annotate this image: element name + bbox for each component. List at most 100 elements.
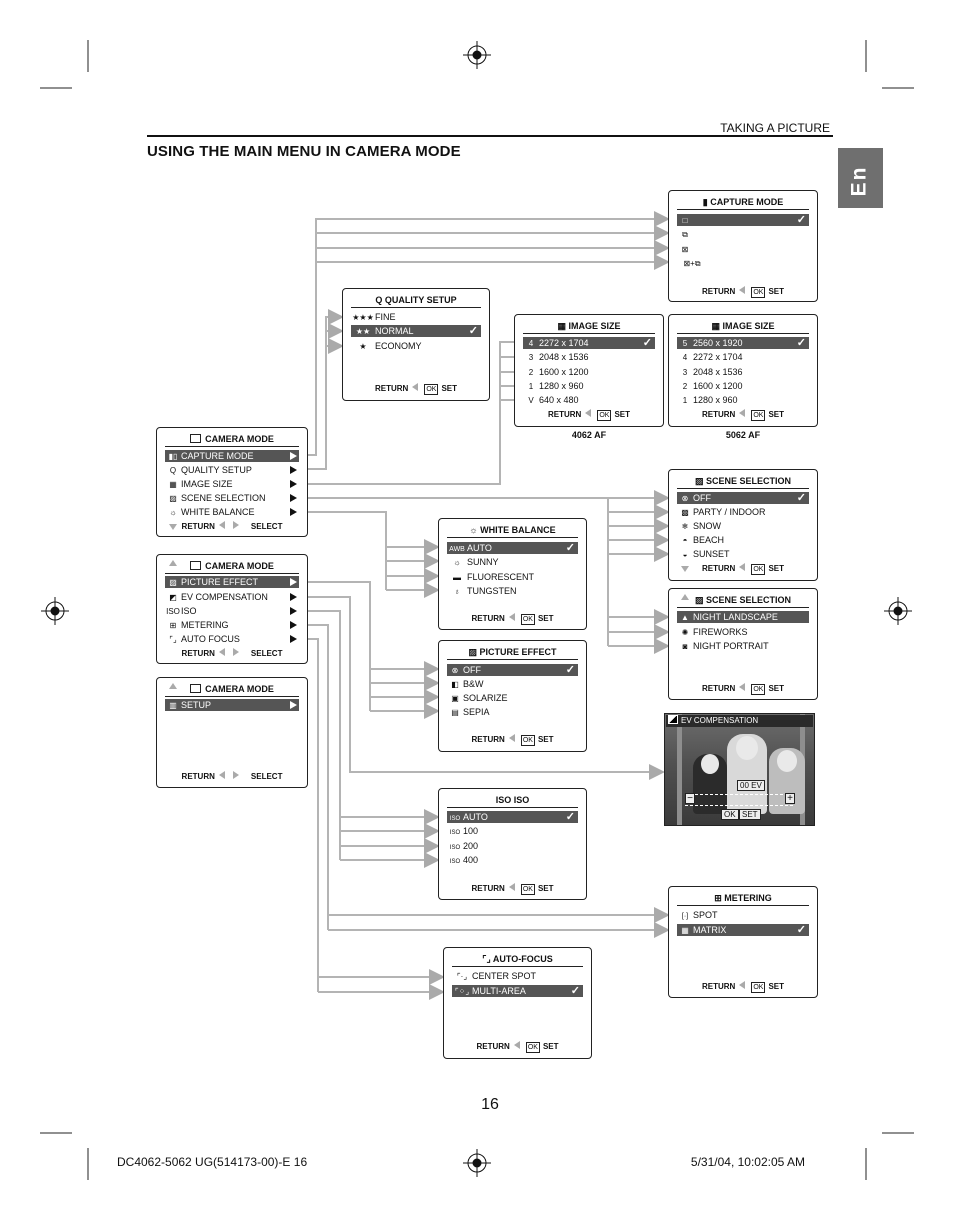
menu-item-auto-focus[interactable]: ⌜⌟AUTO FOCUS bbox=[165, 633, 299, 645]
menu-item-white-balance[interactable]: ☼WHITE BALANCE bbox=[165, 506, 299, 518]
option-normal[interactable]: ★★NORMAL✓ bbox=[351, 325, 481, 337]
option-solarize[interactable]: ▣SOLARIZE bbox=[447, 692, 578, 704]
camera-mode-menu-2: CAMERA MODE ▨PICTURE EFFECT ◩EV COMPENSA… bbox=[156, 554, 308, 664]
option-timer-continuous[interactable]: ⊠+⧉ bbox=[677, 257, 809, 269]
option-center-spot[interactable]: ⌜·⌟CENTER SPOT bbox=[452, 970, 583, 982]
option-label: SNOW bbox=[693, 521, 721, 531]
option-scene-off[interactable]: ⊗OFF✓ bbox=[677, 492, 809, 504]
option-label: SUNSET bbox=[693, 549, 730, 559]
option-spot[interactable]: [·]SPOT bbox=[677, 909, 809, 921]
image-size-4062-menu: ▦ IMAGE SIZE 42272 x 1704✓ 32048 x 1536 … bbox=[514, 314, 664, 427]
option-night-portrait[interactable]: ◙NIGHT PORTRAIT bbox=[677, 640, 809, 652]
menu-footer: RETURNOKSET bbox=[669, 981, 817, 993]
option-single[interactable]: □✓ bbox=[677, 214, 809, 226]
option-self-timer[interactable]: ⊠ bbox=[677, 243, 809, 255]
option-label: 200 bbox=[463, 841, 478, 851]
option-label: 2272 x 1704 bbox=[539, 338, 589, 348]
option-label: FINE bbox=[375, 312, 396, 322]
menu-title: IMAGE SIZE bbox=[569, 321, 621, 331]
option-sunny[interactable]: ☼SUNNY bbox=[447, 556, 578, 568]
option-multi-area[interactable]: ⌜⁘⌟MULTI-AREA✓ bbox=[452, 985, 583, 997]
metering-menu: ⊞ METERING [·]SPOT ▦MATRIX✓ RETURNOKSET bbox=[668, 886, 818, 998]
option-label: FIREWORKS bbox=[693, 627, 748, 637]
metering-icon: ⊞ bbox=[165, 620, 181, 632]
left-arrow-icon bbox=[514, 1041, 520, 1049]
option-beach[interactable]: ◓BEACH bbox=[677, 534, 809, 546]
tungsten-icon: ♁ bbox=[447, 586, 467, 598]
checkmark-icon: ✓ bbox=[566, 542, 575, 554]
option-snow[interactable]: ❄SNOW bbox=[677, 520, 809, 532]
off-icon: ⊗ bbox=[447, 665, 463, 677]
menu-item-label: WHITE BALANCE bbox=[181, 507, 255, 517]
option-night-landscape[interactable]: ▲NIGHT LANDSCAPE bbox=[677, 611, 809, 623]
option-label: OFF bbox=[463, 665, 481, 675]
menu-footer: RETURNOKSET bbox=[669, 683, 817, 695]
menu-footer: RETURNOKSET bbox=[669, 286, 817, 298]
menu-item-scene-selection[interactable]: ▨SCENE SELECTION bbox=[165, 492, 299, 504]
background-tree bbox=[677, 714, 682, 826]
option-party-indoor[interactable]: ▩PARTY / INDOOR bbox=[677, 506, 809, 518]
menu-item-setup[interactable]: ▥SETUP bbox=[165, 699, 299, 711]
menu-item-capture-mode[interactable]: ▮▯CAPTURE MODE bbox=[165, 450, 299, 462]
option-fine[interactable]: ★★★FINE bbox=[351, 311, 481, 323]
ev-icon: ◩ bbox=[165, 592, 181, 604]
left-arrow-icon bbox=[509, 613, 515, 621]
stars-icon: ★★★ bbox=[351, 312, 375, 324]
option-effect-off[interactable]: ⊗OFF✓ bbox=[447, 664, 578, 676]
white-balance-icon: ☼ bbox=[469, 525, 480, 535]
menu-item-image-size[interactable]: ▦IMAGE SIZE bbox=[165, 478, 299, 490]
menu-footer: RETURNOKSET bbox=[669, 409, 817, 421]
right-arrow-icon bbox=[233, 648, 239, 656]
option-sunset[interactable]: ◒SUNSET bbox=[677, 548, 809, 560]
ev-plus-button[interactable]: + bbox=[785, 793, 795, 804]
model-caption: 4062 AF bbox=[514, 430, 664, 440]
option-label: 100 bbox=[463, 826, 478, 836]
menu-title: AUTO-FOCUS bbox=[493, 954, 553, 964]
menu-item-label: QUALITY SETUP bbox=[181, 465, 252, 475]
beach-icon: ◓ bbox=[677, 535, 693, 547]
option-continuous[interactable]: ⧉ bbox=[677, 228, 809, 240]
off-icon: ⊗ bbox=[677, 493, 693, 505]
stars-icon: ★ bbox=[351, 341, 375, 353]
menu-item-ev-compensation[interactable]: ◩EV COMPENSATION bbox=[165, 591, 299, 603]
menu-footer: RETURNOKSET bbox=[444, 1041, 591, 1053]
menu-item-iso[interactable]: ISOISO bbox=[165, 605, 299, 617]
option-sepia[interactable]: ▤SEPIA bbox=[447, 706, 578, 718]
submenu-arrow-icon bbox=[290, 452, 297, 460]
right-arrow-icon bbox=[233, 521, 239, 529]
scene-icon: ▨ bbox=[695, 595, 706, 605]
option-economy[interactable]: ★ECONOMY bbox=[351, 340, 481, 352]
menu-item-picture-effect[interactable]: ▨PICTURE EFFECT bbox=[165, 576, 299, 588]
camera-icon bbox=[190, 684, 201, 693]
option-label: TUNGSTEN bbox=[467, 586, 517, 596]
option-bw[interactable]: ◧B&W bbox=[447, 678, 578, 690]
option-tungsten[interactable]: ♁TUNGSTEN bbox=[447, 585, 578, 597]
option-fluorescent[interactable]: ▬FLUORESCENT bbox=[447, 571, 578, 583]
menu-title: CAMERA MODE bbox=[205, 434, 274, 444]
option-label: FLUORESCENT bbox=[467, 572, 534, 582]
ev-minus-button[interactable]: − bbox=[685, 793, 695, 804]
left-arrow-icon bbox=[509, 734, 515, 742]
option-fireworks[interactable]: ✺FIREWORKS bbox=[677, 626, 809, 638]
option-matrix[interactable]: ▦MATRIX✓ bbox=[677, 924, 809, 936]
option-label: AUTO bbox=[463, 812, 488, 822]
menu-item-metering[interactable]: ⊞METERING bbox=[165, 619, 299, 631]
left-arrow-icon bbox=[739, 563, 745, 571]
option-label: 2048 x 1536 bbox=[693, 367, 743, 377]
